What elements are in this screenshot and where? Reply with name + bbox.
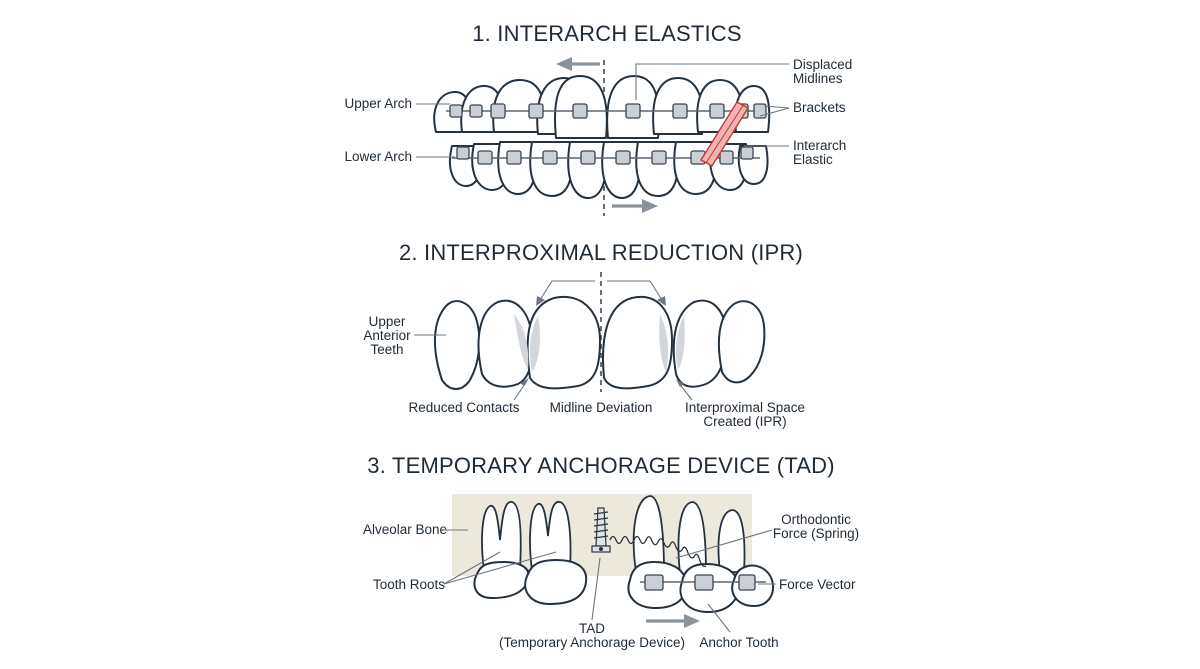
section3-title: 3. TEMPORARY ANCHORAGE DEVICE (TAD) — [367, 453, 834, 478]
upper-brackets — [449, 103, 767, 119]
tad-brackets — [644, 574, 756, 591]
label-interarch-elastic-line1: Interarch — [793, 138, 846, 153]
force-arrow — [646, 614, 700, 628]
label-displaced-midlines-line2: Midlines — [793, 71, 843, 86]
label-tad-line2: (Temporary Anchorage Device) — [499, 635, 685, 650]
right-shift-arrow — [612, 199, 658, 213]
ipr-arrow-left — [536, 280, 595, 306]
label-force-vector: Force Vector — [779, 577, 856, 592]
label-midline-deviation: Midline Deviation — [550, 400, 653, 415]
left-shift-arrow — [556, 57, 600, 71]
label-upper-anterior-line3: Teeth — [370, 342, 403, 357]
label-tad-line1: TAD — [579, 621, 605, 636]
label-ipr-space-line2: Created (IPR) — [703, 414, 786, 429]
label-alveolar-bone: Alveolar Bone — [363, 522, 447, 537]
label-lower-arch: Lower Arch — [344, 149, 412, 164]
label-brackets: Brackets — [793, 100, 846, 115]
label-orthodontic-force-line2: Force (Spring) — [773, 526, 859, 541]
label-interarch-elastic-line2: Elastic — [793, 152, 833, 167]
label-upper-arch: Upper Arch — [344, 96, 412, 111]
label-orthodontic-force-line1: Orthodontic — [781, 512, 851, 527]
section-tad: 3. TEMPORARY ANCHORAGE DEVICE (TAD) — [363, 453, 859, 650]
label-displaced-midlines-line1: Displaced — [793, 57, 852, 72]
ipr-reduction-shading — [514, 314, 685, 372]
lower-brackets — [456, 146, 754, 165]
label-upper-anterior-line1: Upper — [369, 314, 406, 329]
section1-title: 1. INTERARCH ELASTICS — [472, 21, 741, 46]
label-anchor-tooth: Anchor Tooth — [699, 635, 778, 650]
interarch-elastic — [700, 101, 749, 167]
tad-screw — [591, 507, 611, 553]
label-reduced-contacts: Reduced Contacts — [408, 400, 519, 415]
section2-title: 2. INTERPROXIMAL REDUCTION (IPR) — [399, 240, 803, 265]
label-upper-anterior-line2: Anterior — [363, 328, 411, 343]
section-ipr: 2. INTERPROXIMAL REDUCTION (IPR) Upper — [363, 240, 805, 429]
tooth-roots — [481, 495, 746, 575]
ipr-arrow-right — [607, 280, 666, 306]
label-ipr-space-line1: Interproximal Space — [685, 400, 805, 415]
coil-spring — [609, 535, 707, 568]
upper-anterior-teeth — [433, 295, 766, 390]
section-interarch-elastics: 1. INTERARCH ELASTICS — [344, 21, 852, 216]
label-tooth-roots: Tooth Roots — [373, 577, 445, 592]
